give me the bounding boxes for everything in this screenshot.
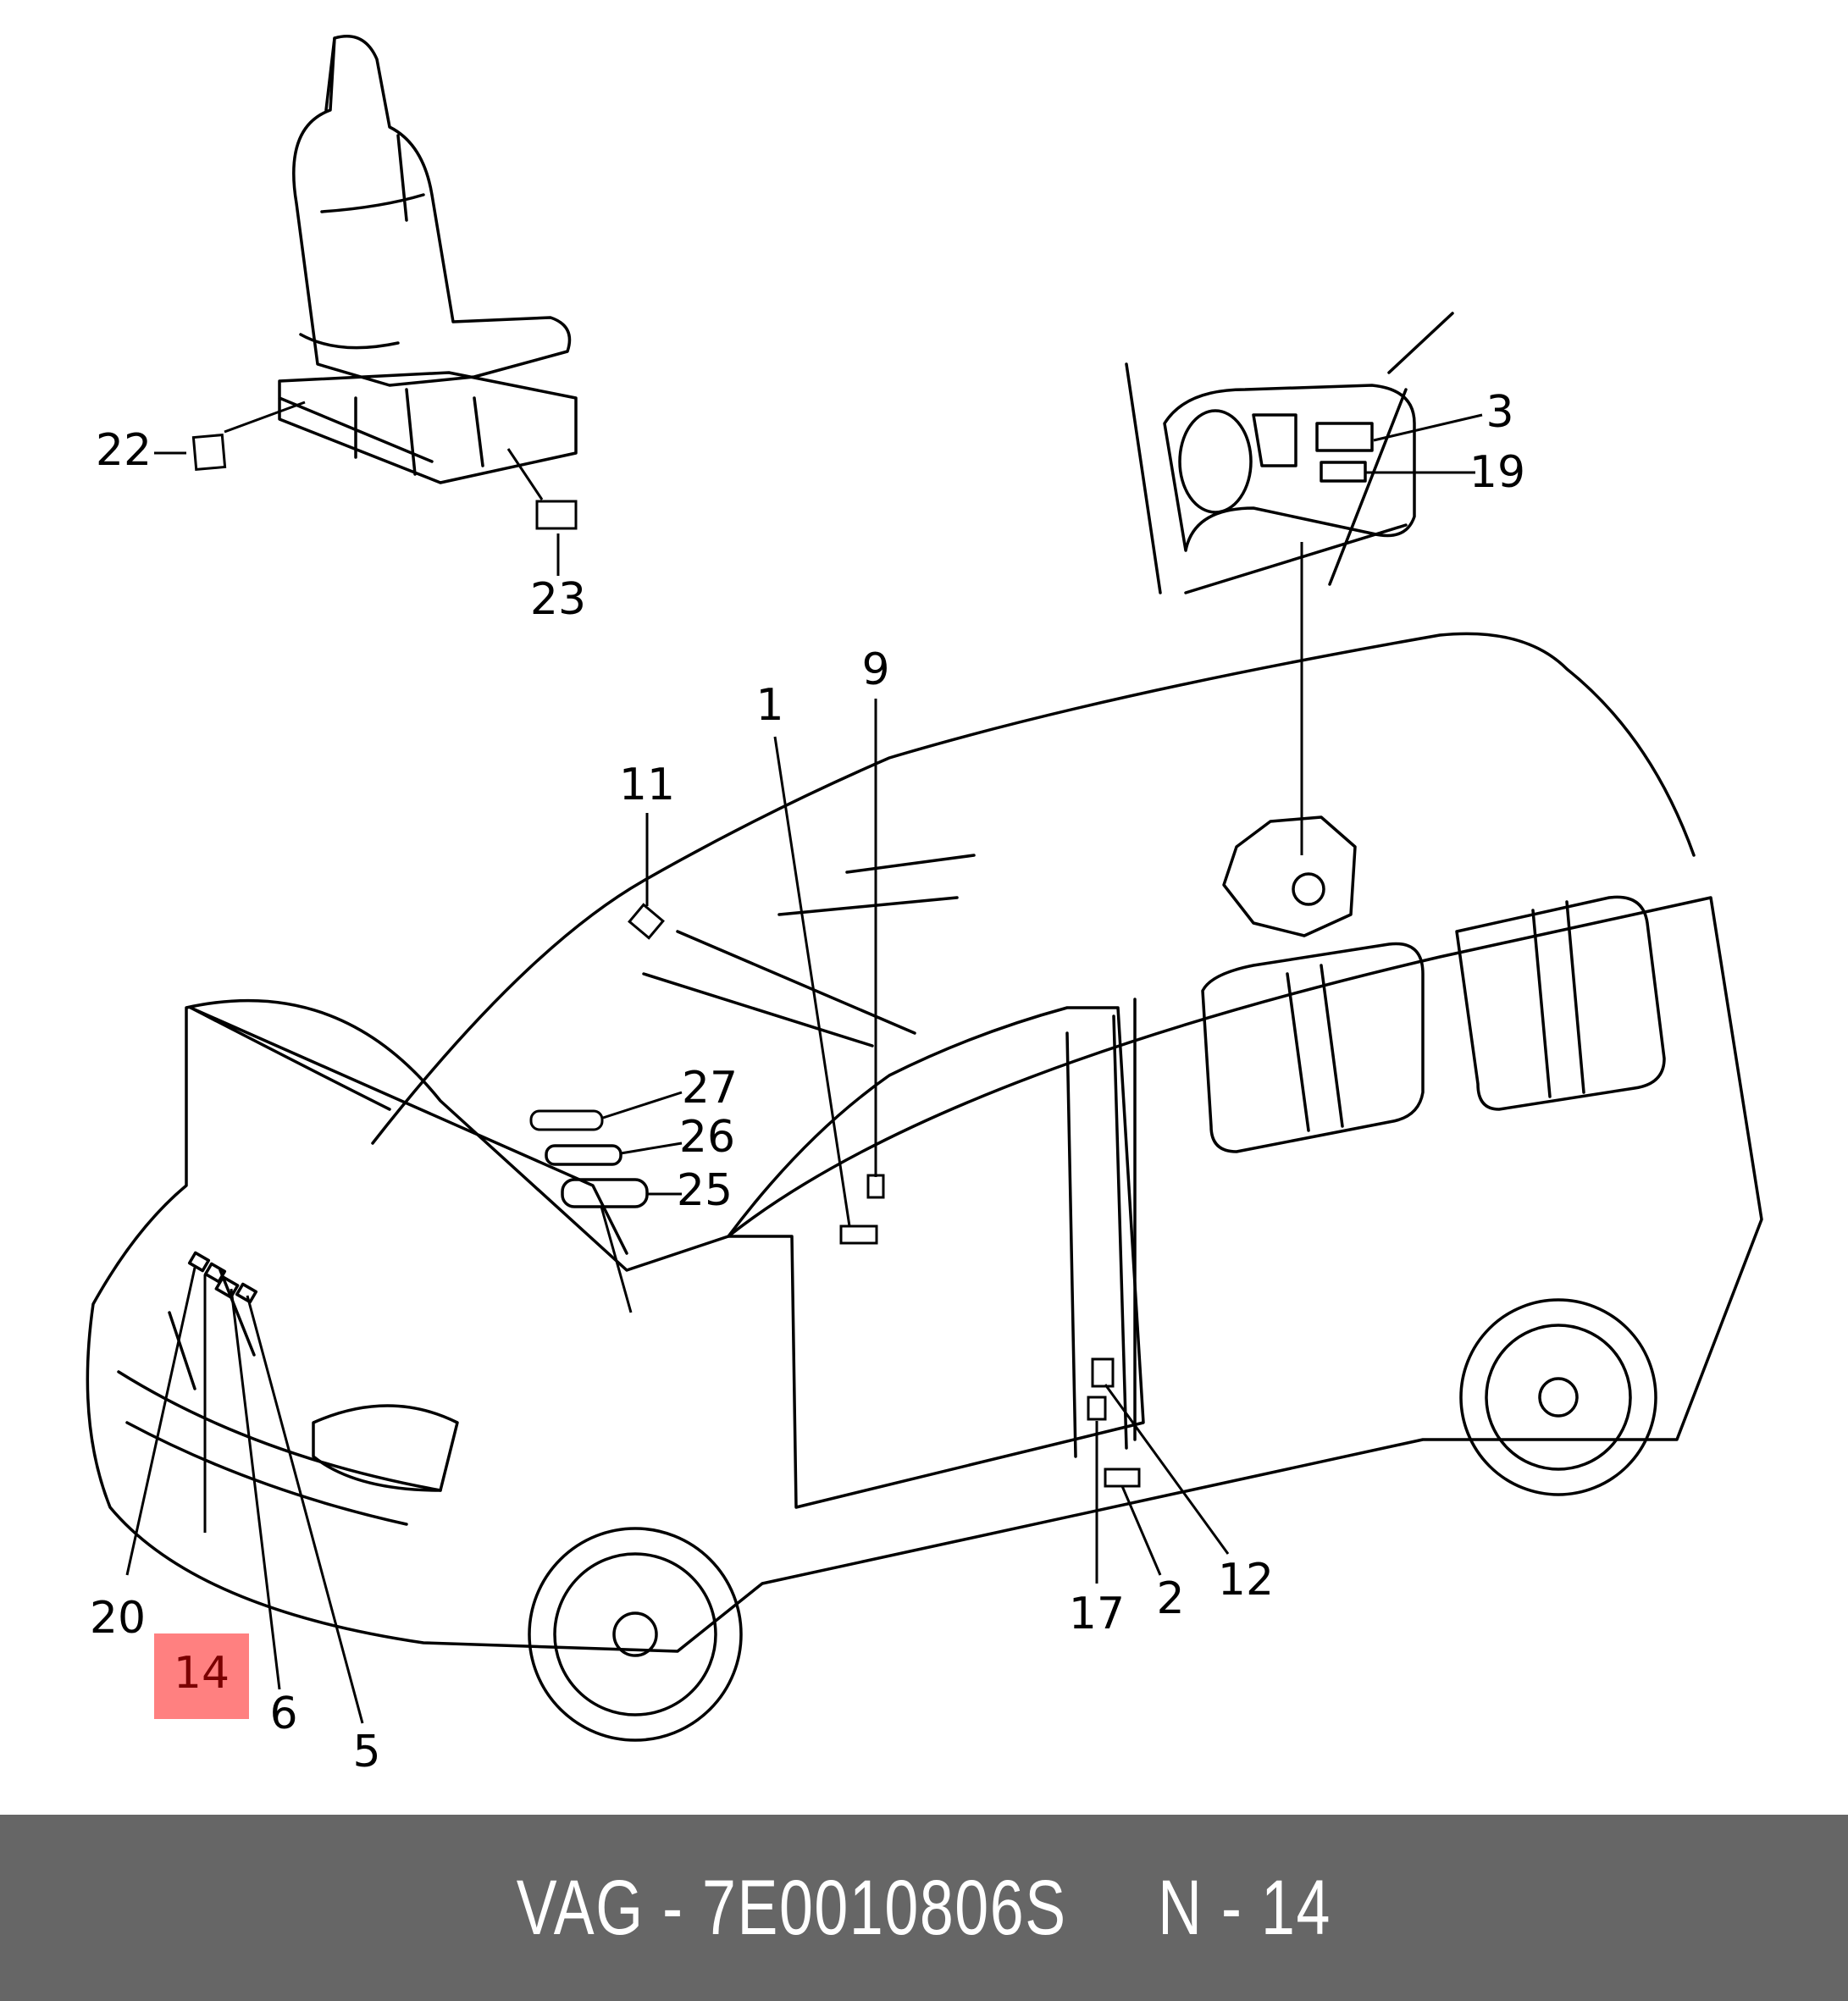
- callout-6[interactable]: 6: [269, 1689, 297, 1739]
- callout-3[interactable]: 3: [1486, 387, 1513, 438]
- callout-20[interactable]: 20: [90, 1593, 146, 1644]
- label-stickers-front: [187, 1251, 258, 1304]
- part-number-footer: VAG - 7E0010806S N - 14: [0, 1815, 1848, 2001]
- callout-9[interactable]: 9: [861, 644, 889, 695]
- label-sticker-26: [545, 1144, 622, 1166]
- label-sticker-9: [866, 1174, 885, 1199]
- label-sticker-23: [535, 500, 578, 530]
- seat-illustration: [278, 35, 578, 484]
- callout-23[interactable]: 23: [530, 574, 586, 625]
- label-sticker-27: [529, 1109, 604, 1131]
- label-sticker-11: [628, 903, 665, 940]
- callout-12[interactable]: 12: [1218, 1555, 1274, 1606]
- van-illustration: [86, 632, 1763, 1742]
- leader-lines: [125, 699, 1230, 1724]
- highlighted-callout-box: [154, 1633, 249, 1719]
- callout-19[interactable]: 19: [1469, 447, 1525, 498]
- label-sticker-17: [1087, 1396, 1107, 1421]
- callout-26[interactable]: 26: [679, 1112, 735, 1163]
- label-sticker-1: [839, 1224, 878, 1245]
- label-sticker-22: [191, 433, 227, 472]
- callout-27[interactable]: 27: [682, 1063, 738, 1114]
- label-sticker-25: [561, 1178, 649, 1208]
- callout-2[interactable]: 2: [1156, 1573, 1184, 1624]
- callout-25[interactable]: 25: [677, 1165, 733, 1216]
- callout-17[interactable]: 17: [1069, 1589, 1125, 1639]
- leader-3-19: [1365, 413, 1483, 474]
- part-number-text: VAG - 7E0010806S N - 14: [516, 1864, 1332, 1951]
- parts-diagram: 22 23 3 19 11 1 9 27 26 25 20 14 6 5 17 …: [86, 35, 1763, 1777]
- leader-23: [506, 448, 560, 576]
- callout-5[interactable]: 5: [352, 1727, 380, 1777]
- label-sticker-2: [1104, 1468, 1141, 1488]
- leader-22: [154, 401, 306, 455]
- label-sticker-12: [1091, 1357, 1115, 1388]
- callout-22[interactable]: 22: [96, 425, 152, 476]
- fuel-door-illustration: [1125, 312, 1454, 594]
- callout-11[interactable]: 11: [619, 760, 675, 810]
- callout-14-highlighted[interactable]: 14: [174, 1648, 230, 1699]
- callout-1[interactable]: 1: [755, 680, 783, 731]
